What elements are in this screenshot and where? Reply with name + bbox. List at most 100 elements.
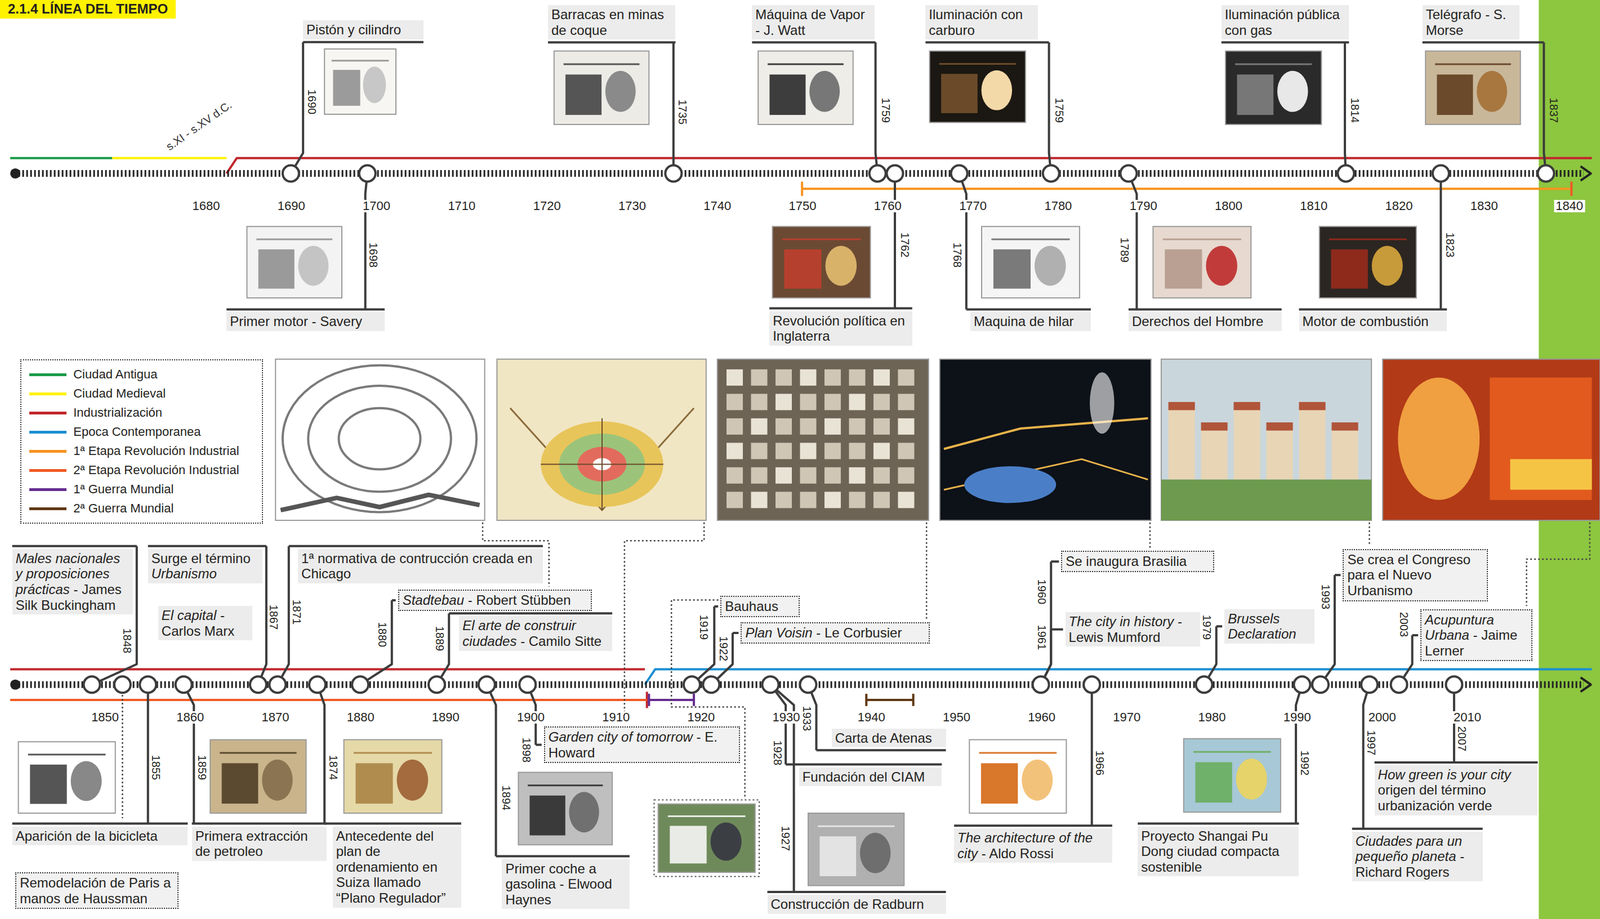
event-year: 1961 [1036,625,1048,651]
axis-year: 1920 [685,711,717,724]
photo-detail [1397,377,1480,500]
photo-detail [939,63,1016,65]
war-bracket [912,693,915,707]
event-label: Máquina de Vapor - J. Watt [751,5,875,40]
event-year: 2003 [1398,612,1410,638]
photo-detail [775,467,792,484]
event-label: Derechos del Hombre [1128,312,1282,332]
legend-text: 1ª Guerra Mundial [73,482,174,497]
photo-detail [1266,422,1294,431]
event-text: Plan Voisin [745,625,813,641]
period-line [10,668,645,671]
event-year: 1823 [1444,232,1456,258]
leader-line [295,42,303,167]
event-text: Se crea el Congreso para el Nuevo Urbani… [1347,551,1471,599]
leader-line [875,42,877,166]
leader-line [769,307,913,310]
leader-line [496,855,630,858]
picture-link [671,599,745,799]
event-label: Maquina de hilar [970,312,1091,332]
photo [717,359,929,521]
photo [939,359,1152,521]
event-text: Stadtebau [402,592,465,608]
event-text: Máquina de Vapor - J. Watt [755,6,865,38]
photo [344,740,443,814]
axis-year: 1950 [941,711,973,724]
event-text: origen del término urbanización verde [1378,782,1535,814]
event-label: El arte de construir ciudades- Camilo Si… [458,616,613,651]
leader-line [288,545,543,548]
timeline-marker [1032,676,1050,693]
event-text: 1ª normativa de contrucción creada en Ch… [301,550,533,582]
axis-year: 1700 [360,199,392,213]
axis-year: 1800 [1213,199,1245,213]
photo-detail [726,442,743,459]
photo-detail [1164,249,1202,289]
event-text: Iluminación pública con gas [1224,6,1340,38]
period-line [112,157,227,160]
leader-line [785,763,942,766]
event-text: Revolución política en Inglaterra [772,313,906,345]
photo-detail [993,249,1031,289]
event-label: The city in history- Lewis Mumford [1065,612,1201,647]
photo-detail [1021,759,1053,801]
timeline-marker [800,676,817,693]
leader-line [226,308,385,311]
photo [18,741,116,814]
photo-detail [848,442,866,459]
photo-detail [848,418,866,435]
photo-detail [1489,377,1592,500]
photo-detail [280,495,480,511]
legend-swatch [29,449,67,453]
photo-detail [1233,402,1261,410]
timeline-marker [1196,676,1213,693]
leader-line [697,606,715,680]
photo-detail [726,418,743,435]
axis-year: 1680 [190,199,222,213]
axis-year: 1820 [1383,199,1415,213]
war-bracket [692,693,695,707]
timeline-marker [1361,676,1378,693]
photo-detail [70,760,102,801]
leader-line [302,41,424,44]
event-text: Ciudades para un pequeño planeta [1355,833,1463,865]
photo-detail [775,442,792,459]
picture-link [121,694,124,819]
photo-detail [824,393,841,410]
timeline-marker [359,165,376,182]
leader-line [1090,692,1094,826]
event-label: Proyecto Shangai Pu Dong ciudad compacta… [1137,826,1299,877]
event-year: 1880 [376,622,389,648]
photo-detail [751,369,768,386]
event-text: Aparición de la bicicleta [15,828,158,844]
axis-year: 1970 [1111,711,1143,724]
legend-row: 1ª Etapa Revolución Industrial [29,441,254,461]
leader-line [1137,822,1299,826]
photo-detail [1331,422,1358,431]
picture-link [624,522,704,724]
timeline-marker [269,676,286,693]
photo-detail [1299,402,1326,410]
photo-detail [529,795,565,836]
event-text: Barracas en minas de coque [551,6,664,38]
event-text: - Aldo Rossi [981,845,1054,862]
photo-detail [897,467,915,484]
leader-line [1439,181,1442,310]
event-label: Pistón y cilindro [302,20,424,40]
axis-year: 1960 [1026,711,1058,724]
event-text: Telégrafo - S. Morse [1425,6,1507,38]
event-text: Carta de Atenas [835,730,933,746]
event-text: Motor de combustión [1302,313,1429,329]
photo-detail [1089,372,1114,434]
photo-detail [819,836,857,877]
legend-text: 1ª Etapa Revolución Industrial [73,443,239,458]
event-label: Se crea el Congreso para el Nuevo Urbani… [1342,549,1488,602]
photo-detail [800,418,817,435]
timeline-marker [114,676,131,693]
photo [1425,51,1521,125]
event-label: Plan Voisin- Le Corbusier [740,622,930,644]
photo-detail [1329,238,1407,241]
photo-detail [824,418,841,435]
photo-detail [256,238,333,241]
